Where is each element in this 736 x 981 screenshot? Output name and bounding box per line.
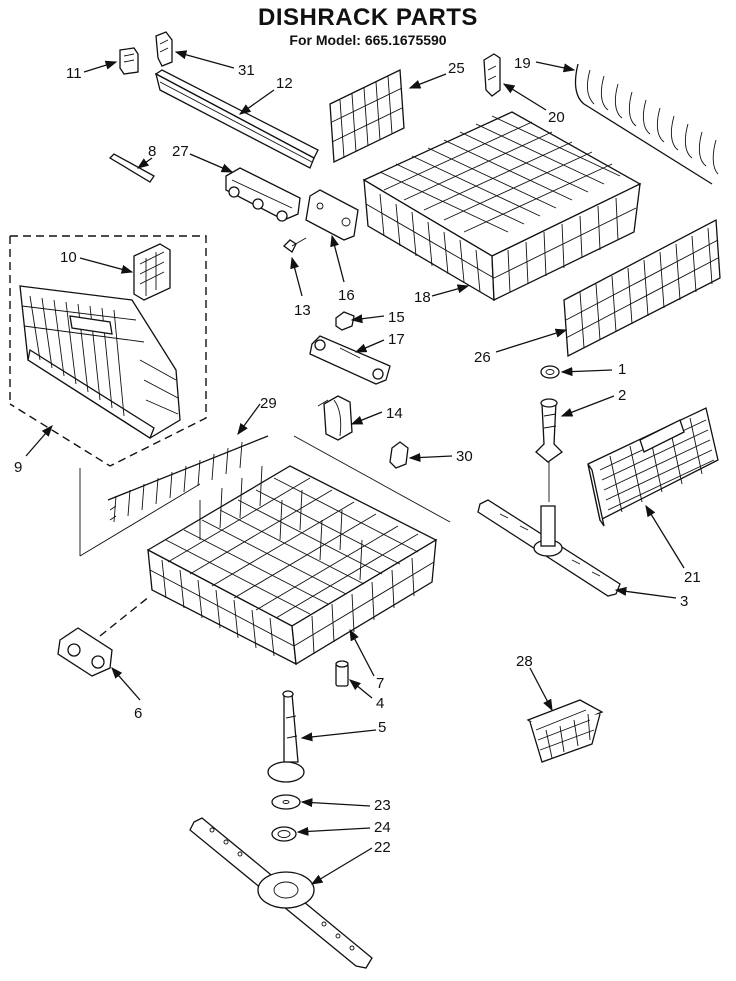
part-15-nut[interactable]	[335, 311, 355, 331]
part-3-upper-spray-arm[interactable]	[477, 499, 621, 597]
part-29-tine-row[interactable]	[107, 435, 269, 523]
callout-25: 25	[448, 60, 465, 77]
callout-12: 12	[276, 75, 293, 92]
callout-20: 20	[548, 109, 565, 126]
part-9-basket[interactable]	[19, 285, 181, 439]
part-10-cover[interactable]	[133, 243, 171, 301]
callout-7: 7	[376, 675, 384, 692]
part-18-upper-rack[interactable]	[362, 111, 642, 302]
part-9-basket-assembly[interactable]	[9, 235, 207, 467]
callout-29: 29	[260, 395, 277, 412]
model-subtitle: For Model: 665.1675590	[289, 32, 447, 48]
part-22-lower-spray-arm[interactable]	[189, 817, 373, 969]
callout-23: 23	[374, 797, 391, 814]
callout-4: 4	[376, 695, 384, 712]
callout-3: 3	[680, 593, 688, 610]
part-30-clip[interactable]	[389, 441, 409, 469]
callout-22: 22	[374, 839, 391, 856]
part-27-roller-bracket[interactable]	[225, 167, 301, 222]
part-4-bushing[interactable]	[335, 660, 349, 687]
callout-13: 13	[294, 302, 311, 319]
part-8-strip[interactable]	[108, 153, 155, 183]
callout-26: 26	[474, 349, 491, 366]
part-25-tine-row[interactable]	[329, 68, 405, 164]
callout-30: 30	[456, 448, 473, 465]
part-23-washer[interactable]	[271, 794, 301, 810]
callout-21: 21	[684, 569, 701, 586]
callout-16: 16	[338, 287, 355, 304]
callout-6: 6	[134, 705, 142, 722]
part-17-connector[interactable]	[309, 335, 391, 385]
part-28-small-basket[interactable]	[526, 699, 604, 763]
part-20-bracket[interactable]	[483, 53, 501, 97]
callout-10: 10	[60, 249, 77, 266]
leader-lines	[25, 50, 685, 885]
callout-27: 27	[172, 143, 189, 160]
part-11-clip[interactable]	[119, 47, 139, 75]
callout-18: 18	[414, 289, 431, 306]
callout-14: 14	[386, 405, 403, 422]
part-16-plate[interactable]	[305, 189, 359, 241]
part-6-wheel[interactable]	[57, 627, 113, 677]
callout-9: 9	[14, 459, 22, 476]
part-14-hanger[interactable]	[317, 395, 353, 441]
part-7-lower-rack[interactable]	[146, 465, 438, 666]
callout-28: 28	[516, 653, 533, 670]
callout-31: 31	[238, 62, 255, 79]
callout-24: 24	[374, 819, 391, 836]
part-5-lower-spray-tube[interactable]	[267, 690, 305, 783]
part-31-end-cap[interactable]	[155, 31, 173, 67]
callout-8: 8	[148, 143, 156, 160]
part-1-o-ring[interactable]	[540, 365, 560, 379]
part-21-basket[interactable]	[587, 407, 719, 527]
callout-11: 11	[66, 65, 82, 82]
callout-17: 17	[388, 331, 405, 348]
part-24-nut[interactable]	[271, 826, 297, 842]
callout-5: 5	[378, 719, 386, 736]
diagram-title: DISHRACK PARTS	[258, 4, 478, 31]
callout-15: 15	[388, 309, 405, 326]
callout-1: 1	[618, 361, 626, 378]
part-19-shelf-tines[interactable]	[574, 63, 719, 185]
part-13-screw[interactable]	[283, 237, 307, 253]
callout-19: 19	[514, 55, 531, 72]
part-12-rail[interactable]	[154, 69, 319, 169]
callout-2: 2	[618, 387, 626, 404]
part-2-spray-tube[interactable]	[535, 398, 564, 463]
